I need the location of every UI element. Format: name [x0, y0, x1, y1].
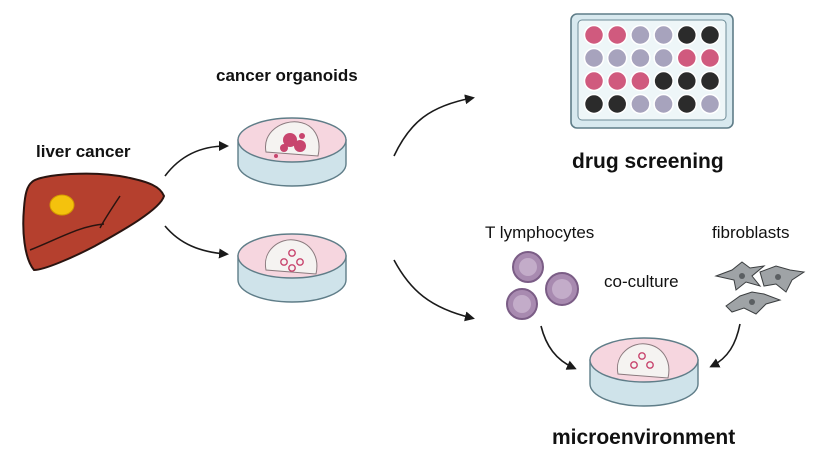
plate-well	[699, 24, 721, 46]
liver-illustration	[22, 172, 166, 272]
tumor-spot	[49, 194, 75, 216]
plate-well	[583, 24, 605, 46]
plate-well	[583, 70, 605, 92]
multiwell-plate	[570, 13, 734, 129]
liver-lobe-line	[99, 195, 121, 229]
plate-well	[583, 47, 605, 69]
plate-well	[630, 47, 651, 69]
organoid-small	[638, 352, 646, 360]
t-cell-nucleus	[552, 279, 572, 299]
label-fibroblasts: fibroblasts	[712, 223, 790, 242]
plate-well	[606, 70, 628, 92]
arrow-fibroblasts-to-dish	[709, 323, 741, 368]
plate-well	[699, 47, 721, 69]
plate-well	[630, 70, 651, 92]
plate-well	[630, 24, 651, 46]
organoid	[274, 154, 278, 158]
fibroblast-nucleus	[739, 273, 745, 279]
label-drug-screening: drug screening	[572, 150, 724, 173]
t-cell-nucleus	[513, 295, 531, 313]
plate-well	[606, 93, 628, 115]
t-cell-nucleus	[519, 258, 537, 276]
arrow-tcells-to-dish	[540, 325, 577, 370]
plate-well	[676, 24, 698, 46]
arrow-to-microenvironment	[393, 259, 475, 322]
organoid	[299, 133, 305, 139]
plate-well	[653, 93, 674, 115]
organoid-small	[630, 361, 638, 369]
plate-well	[676, 93, 698, 115]
plate-well	[583, 93, 605, 115]
fibroblast-cell	[759, 265, 806, 293]
t-lymphocytes	[506, 251, 579, 320]
plate-well	[630, 93, 651, 115]
liver-lobe-line	[29, 223, 105, 251]
plate-well	[676, 47, 698, 69]
petri-dish-coculture	[589, 337, 699, 407]
organoid	[283, 133, 297, 147]
plate-well	[653, 47, 674, 69]
plate-well	[699, 93, 721, 115]
plate-well	[653, 70, 674, 92]
label-microenvironment: microenvironment	[552, 426, 736, 449]
plate-well	[606, 24, 628, 46]
label-liver-cancer: liver cancer	[36, 142, 131, 161]
fibroblast-nucleus	[775, 274, 781, 280]
organoid-small	[288, 264, 296, 272]
label-cancer-organoids: cancer organoids	[216, 66, 358, 85]
label-t-lymphocytes: T lymphocytes	[485, 223, 595, 242]
matrigel-dome	[616, 343, 670, 379]
liver-shape	[22, 172, 166, 272]
label-co-culture: co-culture	[604, 272, 679, 291]
plate-wells	[583, 24, 721, 115]
plate-well	[653, 24, 674, 46]
fibroblast-nucleus	[749, 299, 755, 305]
organoid	[294, 140, 306, 152]
organoid-small	[288, 249, 296, 257]
petri-dish-organoids-2	[237, 233, 347, 303]
organoid-small	[280, 258, 288, 266]
organoid-small	[646, 361, 654, 369]
arrow-to-drug-screening	[393, 94, 475, 157]
fibroblasts	[714, 261, 806, 315]
plate-well	[699, 70, 721, 92]
petri-dish-organoids	[237, 117, 347, 187]
organoid-small	[296, 258, 304, 266]
plate-well	[676, 70, 698, 92]
organoid	[280, 144, 288, 152]
matrigel-dome	[264, 239, 318, 275]
arrow-liver-to-organoids	[164, 141, 229, 177]
plate-well	[606, 47, 628, 69]
arrow-liver-to-dish	[164, 225, 229, 259]
